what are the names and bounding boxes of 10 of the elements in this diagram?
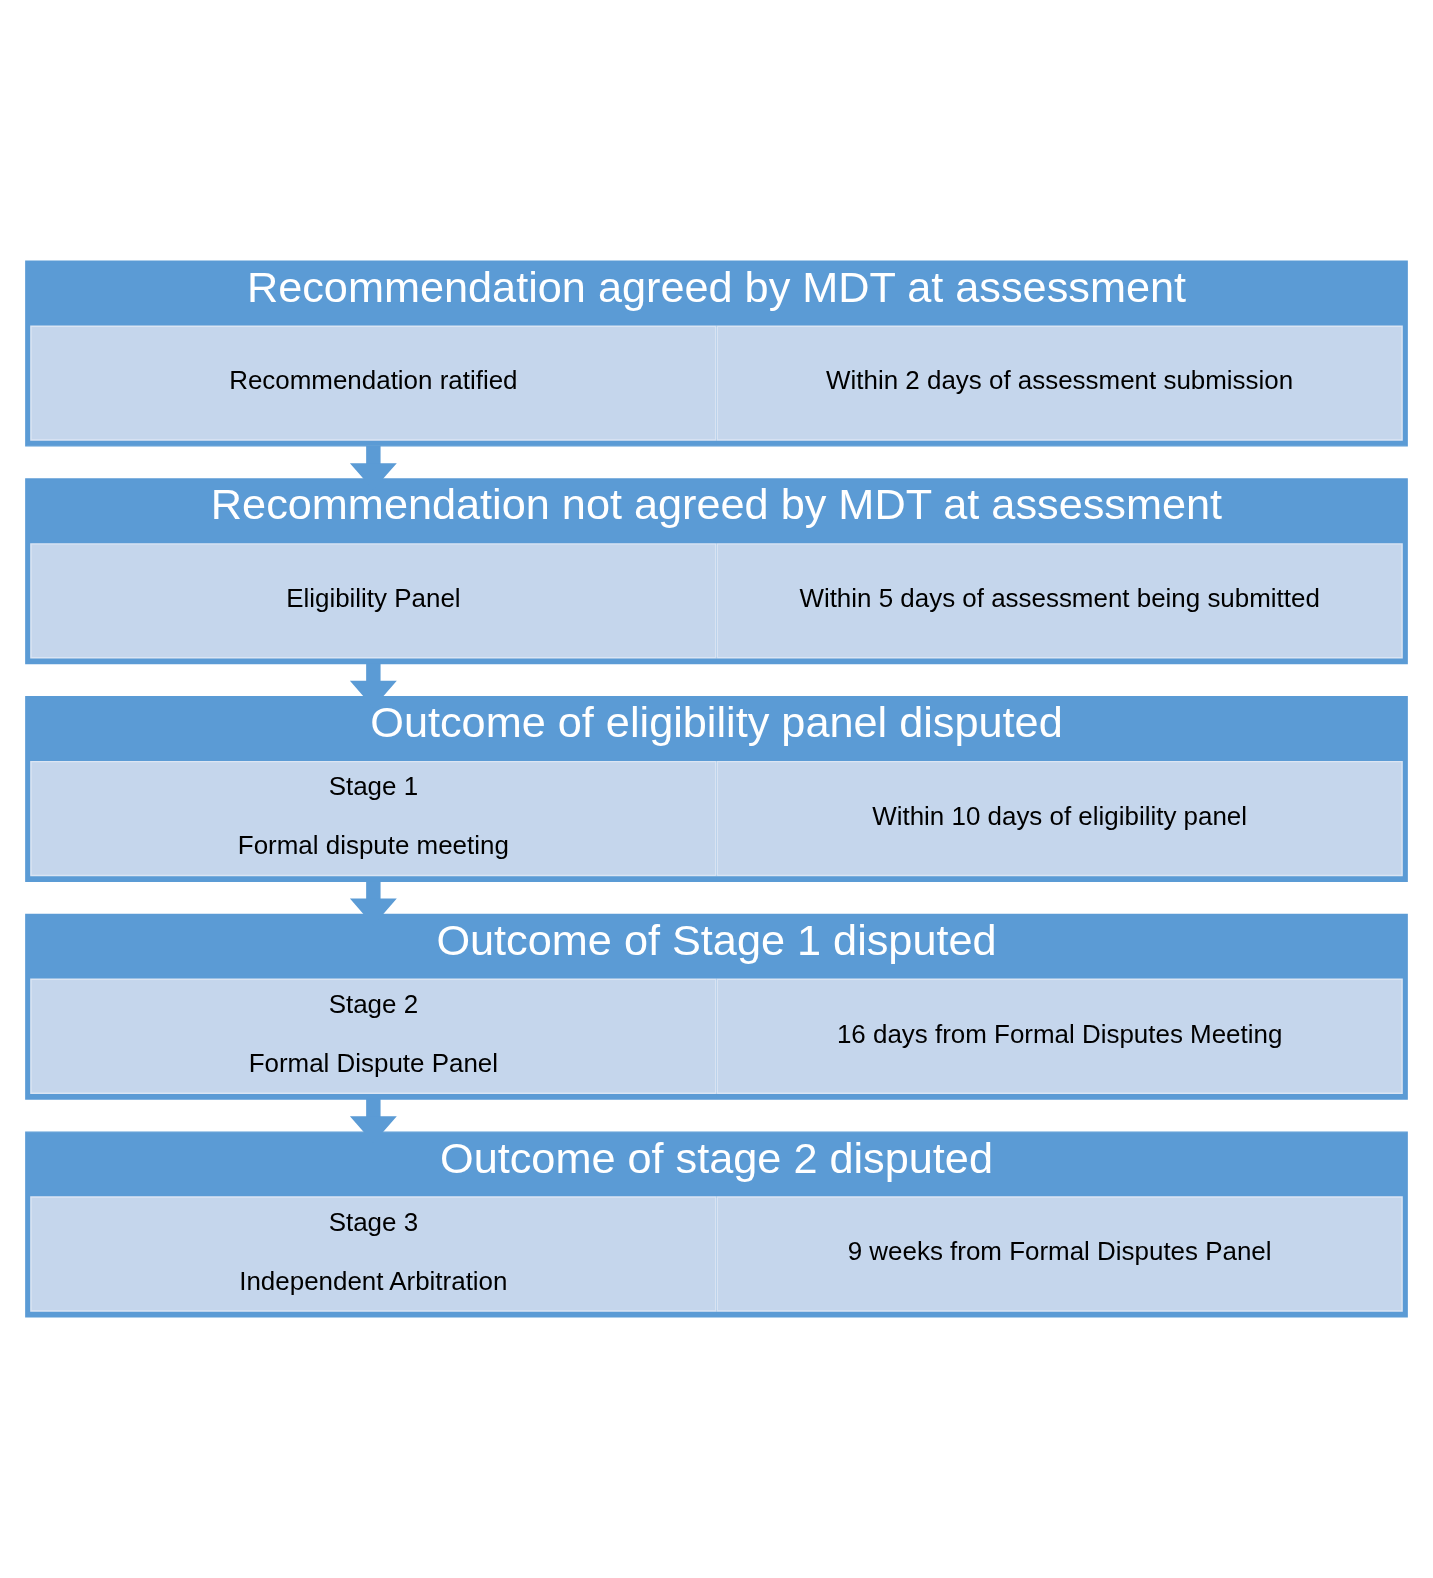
node-box: 9 weeks from Formal Disputes Panel xyxy=(716,1196,1403,1312)
node-box: Stage 3 Independent Arbitration xyxy=(30,1196,717,1312)
node-box: 16 days from Formal Disputes Meeting xyxy=(716,978,1403,1094)
node-box: Within 2 days of assessment submission xyxy=(716,325,1403,441)
node-box: Stage 2 Formal Dispute Panel xyxy=(30,978,717,1094)
node-box: Within 10 days of eligibility panel xyxy=(716,760,1403,877)
node-box: Eligibility Panel xyxy=(30,543,717,659)
node-box: Stage 1 Formal dispute meeting xyxy=(30,760,717,877)
node-box: Recommendation ratified xyxy=(30,325,717,441)
node-box: Within 5 days of assessment being submitted xyxy=(716,543,1403,659)
